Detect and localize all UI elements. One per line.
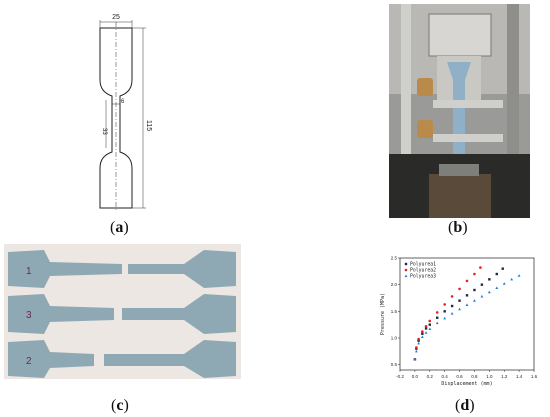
dim-gauge: 33 <box>101 128 107 135</box>
x-tick-label: -0.2 <box>396 374 404 379</box>
x-axis-label: Displacement (mm) <box>441 381 492 387</box>
specimen-label-1: 1 <box>26 266 32 277</box>
point-Polyurea3 <box>420 335 424 339</box>
caption-a: (a) <box>110 219 129 236</box>
point-Polyurea1 <box>417 339 420 342</box>
x-tick-label: 1.2 <box>501 374 508 379</box>
legend-marker <box>404 274 408 278</box>
tensile-machine-photo <box>389 4 530 218</box>
point-Polyurea3 <box>495 286 499 289</box>
plot-frame <box>399 257 535 371</box>
point-Polyurea2 <box>417 337 420 341</box>
point-Polyurea1 <box>443 310 446 313</box>
dim-length: 115 <box>145 120 152 131</box>
x-tick-label: 0.2 <box>427 374 434 379</box>
point-Polyurea2 <box>473 272 476 276</box>
point-Polyurea3 <box>413 357 417 361</box>
legend-label: Polyurea3 <box>410 274 436 280</box>
pressure-displacement-chart: -0.2 0.0 0.2 0.4 0.6 0.8 1.0 1.2 1.4 1.6 0.5 1.0 1.5… <box>380 256 538 388</box>
y-tick-label: 1.5 <box>391 309 398 314</box>
point-Polyurea2 <box>421 330 424 333</box>
point-Polyurea3 <box>510 277 514 281</box>
legend-marker <box>404 268 408 272</box>
caption-d: (d) <box>455 397 475 414</box>
dim-width: 25 <box>112 14 120 21</box>
point-Polyurea3 <box>502 282 506 285</box>
point-Polyurea2 <box>435 311 439 314</box>
x-tick-label: 1.0 <box>486 374 493 379</box>
point-Polyurea3 <box>465 303 469 307</box>
x-tick-label: 0.4 <box>442 374 449 379</box>
point-Polyurea2 <box>428 319 432 323</box>
point-Polyurea1 <box>436 316 439 319</box>
specimen-label-2: 3 <box>26 310 32 321</box>
specimen-drawing: 25 6 33 115 <box>99 14 152 212</box>
panel-b-photo <box>389 4 530 218</box>
point-Polyurea1 <box>473 288 476 292</box>
point-Polyurea2 <box>479 266 482 269</box>
point-Polyurea1 <box>465 294 469 297</box>
x-tick-label: 0.6 <box>456 374 463 379</box>
x-tick-label: 0.8 <box>471 374 478 379</box>
caption-c: (c) <box>111 397 129 414</box>
point-Polyurea2 <box>450 295 454 298</box>
legend-label: Polyurea2 <box>410 268 436 274</box>
point-Polyurea2 <box>443 303 446 306</box>
point-Polyurea1 <box>495 272 498 276</box>
point-Polyurea1 <box>480 283 484 286</box>
point-Polyurea3 <box>428 327 432 331</box>
y-tick-label: 2.5 <box>391 256 398 261</box>
panel-c-photo: 1 3 2 <box>4 244 241 379</box>
x-tick-label: 1.6 <box>531 374 538 379</box>
panel-d-chart: -0.2 0.0 0.2 0.4 0.6 0.8 1.0 1.2 1.4 1.6 0.5 1.0 1.5… <box>370 252 540 388</box>
point-Polyurea1 <box>501 267 504 270</box>
point-Polyurea1 <box>421 332 424 335</box>
x-tick-label: 1.4 <box>516 374 523 379</box>
point-Polyurea1 <box>424 327 428 330</box>
x-tick-label: 0.0 <box>412 374 419 379</box>
y-tick-label: 2.0 <box>391 282 398 287</box>
y-tick-label: 1.0 <box>391 336 398 341</box>
point-Polyurea3 <box>450 311 454 315</box>
legend-label: Polyurea1 <box>410 262 436 268</box>
point-Polyurea2 <box>465 279 469 283</box>
point-Polyurea1 <box>450 304 454 308</box>
point-Polyurea3 <box>458 307 461 311</box>
point-Polyurea2 <box>424 324 428 328</box>
point-Polyurea3 <box>487 290 491 294</box>
point-Polyurea3 <box>480 294 484 298</box>
point-Polyurea3 <box>414 349 418 353</box>
point-Polyurea3 <box>435 321 439 325</box>
y-axis-label: Pressure (MPa) <box>380 293 386 335</box>
point-Polyurea2 <box>415 346 418 349</box>
point-Polyurea1 <box>488 278 491 281</box>
point-Polyurea1 <box>428 323 431 326</box>
point-Polyurea1 <box>458 299 461 302</box>
point-Polyurea3 <box>424 331 428 334</box>
panel-a-drawing: 25 6 33 115 <box>80 8 170 213</box>
dim-neck: 6 <box>121 99 125 105</box>
caption-b: (b) <box>448 219 468 236</box>
point-Polyurea3 <box>517 274 521 277</box>
specimen-label-3: 2 <box>26 356 32 367</box>
point-Polyurea2 <box>458 287 461 291</box>
point-Polyurea3 <box>473 299 476 302</box>
legend-marker <box>404 262 408 266</box>
point-Polyurea3 <box>417 341 421 345</box>
point-Polyurea3 <box>443 316 447 320</box>
y-tick-label: 0.5 <box>391 362 398 367</box>
broken-specimens-photo: 1 3 2 <box>4 244 241 379</box>
